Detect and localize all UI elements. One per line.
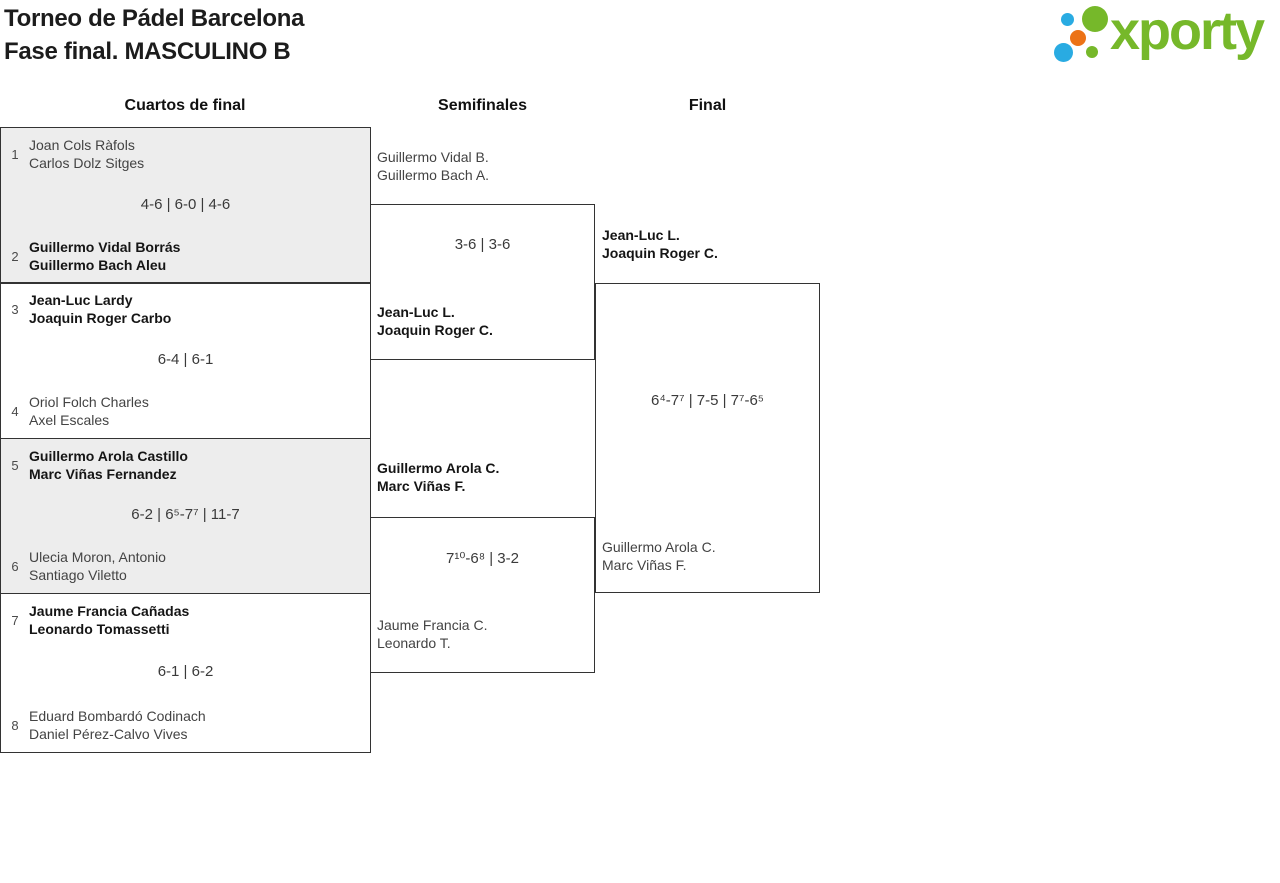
player-name: Guillermo Bach Aleu xyxy=(29,257,167,273)
team-name: Eduard Bombardó Codinach Daniel Pérez-Ca… xyxy=(29,707,206,743)
team-name: Guillermo Vidal B. Guillermo Bach A. xyxy=(377,148,489,184)
player-name: Santiago Viletto xyxy=(29,567,127,583)
player-name: Joaquin Roger C. xyxy=(602,245,718,261)
team-name: Oriol Folch Charles Axel Escales xyxy=(29,393,149,429)
seed-number: 4 xyxy=(11,403,19,419)
team-row: 5 Guillermo Arola Castillo Marc Viñas Fe… xyxy=(7,447,360,483)
player-name: Guillermo Arola Castillo xyxy=(29,448,188,464)
player-name: Jean-Luc L. xyxy=(602,227,680,243)
player-name: Joaquin Roger Carbo xyxy=(29,310,172,326)
team-name: Jean-Luc Lardy Joaquin Roger Carbo xyxy=(29,291,171,327)
match-score: 3-6 | 3-6 xyxy=(454,236,511,253)
quarterfinal-match-3[interactable]: 5 Guillermo Arola Castillo Marc Viñas Fe… xyxy=(0,438,371,594)
team-name: Jean-Luc L. Joaquin Roger C. xyxy=(377,303,493,339)
logo-dot-icon xyxy=(1086,46,1098,58)
match-score: 6-4 | 6-1 xyxy=(157,350,214,368)
quarterfinal-match-4[interactable]: 7 Jaume Francia Cañadas Leonardo Tomasse… xyxy=(0,593,371,753)
logo-dot-icon xyxy=(1061,13,1074,26)
player-name: Daniel Pérez-Calvo Vives xyxy=(29,726,188,742)
player-name: Guillermo Vidal B. xyxy=(377,149,489,165)
team-name: Guillermo Vidal Borrás Guillermo Bach Al… xyxy=(29,238,180,274)
team-row: 4 Oriol Folch Charles Axel Escales xyxy=(7,393,360,429)
match-score: 6⁴-7⁷ | 7-5 | 7⁷-6⁵ xyxy=(650,392,765,409)
team-name: Guillermo Arola Castillo Marc Viñas Fern… xyxy=(29,447,188,483)
player-name: Guillermo Arola C. xyxy=(602,539,716,555)
player-name: Joaquin Roger C. xyxy=(377,322,493,338)
team-row: 2 Guillermo Vidal Borrás Guillermo Bach … xyxy=(7,238,360,274)
match-score: 6-1 | 6-2 xyxy=(157,663,214,680)
match-score: 6-2 | 6⁵-7⁷ | 11-7 xyxy=(131,506,240,523)
player-name: Ulecia Moron, Antonio xyxy=(29,549,166,565)
match-score: 4-6 | 6-0 | 4-6 xyxy=(140,195,231,213)
team-name: Guillermo Arola C. Marc Viñas F. xyxy=(602,538,716,574)
logo-dot-icon xyxy=(1054,43,1073,62)
player-name: Leonardo T. xyxy=(377,635,451,651)
team-name: Joan Cols Ràfols Carlos Dolz Sitges xyxy=(29,136,144,172)
player-name: Marc Viñas F. xyxy=(377,478,466,494)
team-name: Ulecia Moron, Antonio Santiago Viletto xyxy=(29,548,166,584)
player-name: Carlos Dolz Sitges xyxy=(29,155,145,171)
player-name: Oriol Folch Charles xyxy=(29,394,149,410)
seed-number: 5 xyxy=(11,457,19,473)
logo-dot-icon xyxy=(1082,6,1108,32)
seed-number: 2 xyxy=(11,248,19,264)
tournament-title: Torneo de Pádel Barcelona Fase final. MA… xyxy=(4,2,304,68)
player-name: Joan Cols Ràfols xyxy=(29,137,135,153)
round-header-final: Final xyxy=(688,97,727,114)
semifinal-match-1[interactable] xyxy=(370,204,595,360)
seed-number: 3 xyxy=(11,301,19,317)
player-name: Guillermo Bach A. xyxy=(377,167,490,183)
player-name: Marc Viñas Fernandez xyxy=(29,466,177,482)
team-name: Jean-Luc L. Joaquin Roger C. xyxy=(602,226,718,262)
player-name: Axel Escales xyxy=(29,412,110,428)
player-name: Guillermo Arola C. xyxy=(377,460,500,476)
team-row: 6 Ulecia Moron, Antonio Santiago Viletto xyxy=(7,548,360,584)
team-name: Jaume Francia C. Leonardo T. xyxy=(377,616,487,652)
team-name: Guillermo Arola C. Marc Viñas F. xyxy=(377,459,499,495)
player-name: Leonardo Tomassetti xyxy=(29,621,170,637)
player-name: Eduard Bombardó Codinach xyxy=(29,708,206,724)
player-name: Guillermo Vidal Borrás xyxy=(29,239,181,255)
seed-number: 7 xyxy=(11,612,19,628)
team-row: 3 Jean-Luc Lardy Joaquin Roger Carbo xyxy=(7,291,360,327)
match-score: 7¹⁰-6⁸ | 3-2 xyxy=(446,550,519,567)
player-name: Jaume Francia Cañadas xyxy=(29,603,190,619)
seed-number: 8 xyxy=(11,717,19,733)
player-name: Jean-Luc L. xyxy=(377,304,455,320)
tournament-title-line2: Fase final. MASCULINO B xyxy=(4,38,291,65)
team-row: 1 Joan Cols Ràfols Carlos Dolz Sitges xyxy=(7,136,360,172)
team-name: Jaume Francia Cañadas Leonardo Tomassett… xyxy=(29,602,189,638)
round-header-quarterfinals: Cuartos de final xyxy=(124,97,246,114)
logo-dot-icon xyxy=(1070,30,1086,46)
player-name: Marc Viñas F. xyxy=(602,557,687,573)
final-match[interactable] xyxy=(595,283,820,593)
seed-number: 1 xyxy=(11,146,19,162)
semifinal-match-2[interactable] xyxy=(370,517,595,673)
player-name: Jaume Francia C. xyxy=(377,617,488,633)
team-row: 7 Jaume Francia Cañadas Leonardo Tomasse… xyxy=(7,602,360,638)
round-header-semifinals: Semifinales xyxy=(438,97,527,114)
tournament-title-line1: Torneo de Pádel Barcelona xyxy=(4,5,305,32)
logo-wordmark: xporty xyxy=(1110,1,1265,61)
seed-number: 6 xyxy=(11,558,19,574)
quarterfinal-match-1[interactable]: 1 Joan Cols Ràfols Carlos Dolz Sitges 4-… xyxy=(0,127,371,284)
quarterfinal-match-2[interactable]: 3 Jean-Luc Lardy Joaquin Roger Carbo 6-4… xyxy=(0,282,371,439)
player-name: Jean-Luc Lardy xyxy=(29,292,133,308)
team-row: 8 Eduard Bombardó Codinach Daniel Pérez-… xyxy=(7,707,360,743)
